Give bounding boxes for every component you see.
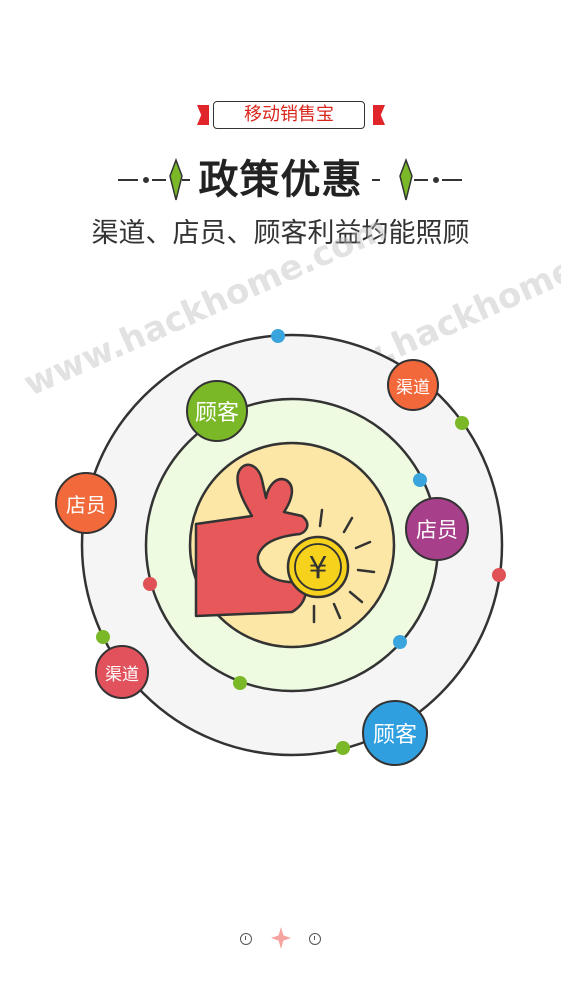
bubble-customer: 顾客 — [186, 380, 248, 442]
bubble-channel: 渠道 — [95, 645, 149, 699]
shine-lines-icon — [312, 508, 376, 624]
bubble-clerk: 店员 — [55, 472, 117, 534]
coin-icon: ¥ — [286, 535, 350, 599]
coin-symbol: ¥ — [308, 551, 327, 586]
bubble-label: 店员 — [416, 518, 458, 542]
ribbon-right-icon — [373, 105, 385, 125]
hand-icon — [194, 463, 309, 618]
bubble-clerk: 店员 — [405, 497, 469, 561]
orbit-diagram: ¥ — [80, 329, 506, 757]
bubble-label: 渠道 — [105, 664, 139, 685]
bubble-label: 顾客 — [194, 401, 239, 426]
orbit-dots — [96, 329, 506, 755]
bubble-label: 顾客 — [372, 723, 417, 748]
bubble-label: 店员 — [66, 492, 106, 517]
page-dot-icon[interactable] — [309, 933, 321, 945]
ribbon-left-icon — [197, 105, 209, 125]
bubble-label: 渠道 — [396, 377, 430, 398]
title-decoration-icon — [118, 157, 462, 201]
bubble-channel: 渠道 — [387, 359, 439, 411]
page-dot-icon[interactable] — [240, 933, 252, 945]
current-page-star-icon — [271, 927, 291, 949]
badge-label: 移动销售宝 — [213, 101, 365, 129]
bubble-customer: 顾客 — [362, 700, 428, 766]
page-subtitle: 渠道、店员、顾客利益均能照顾 — [91, 218, 470, 249]
title-row: 政策优惠 — [0, 152, 561, 208]
page-title: 政策优惠 — [198, 157, 363, 203]
page-indicator[interactable] — [236, 925, 326, 953]
app-badge: 移动销售宝 — [197, 101, 385, 131]
